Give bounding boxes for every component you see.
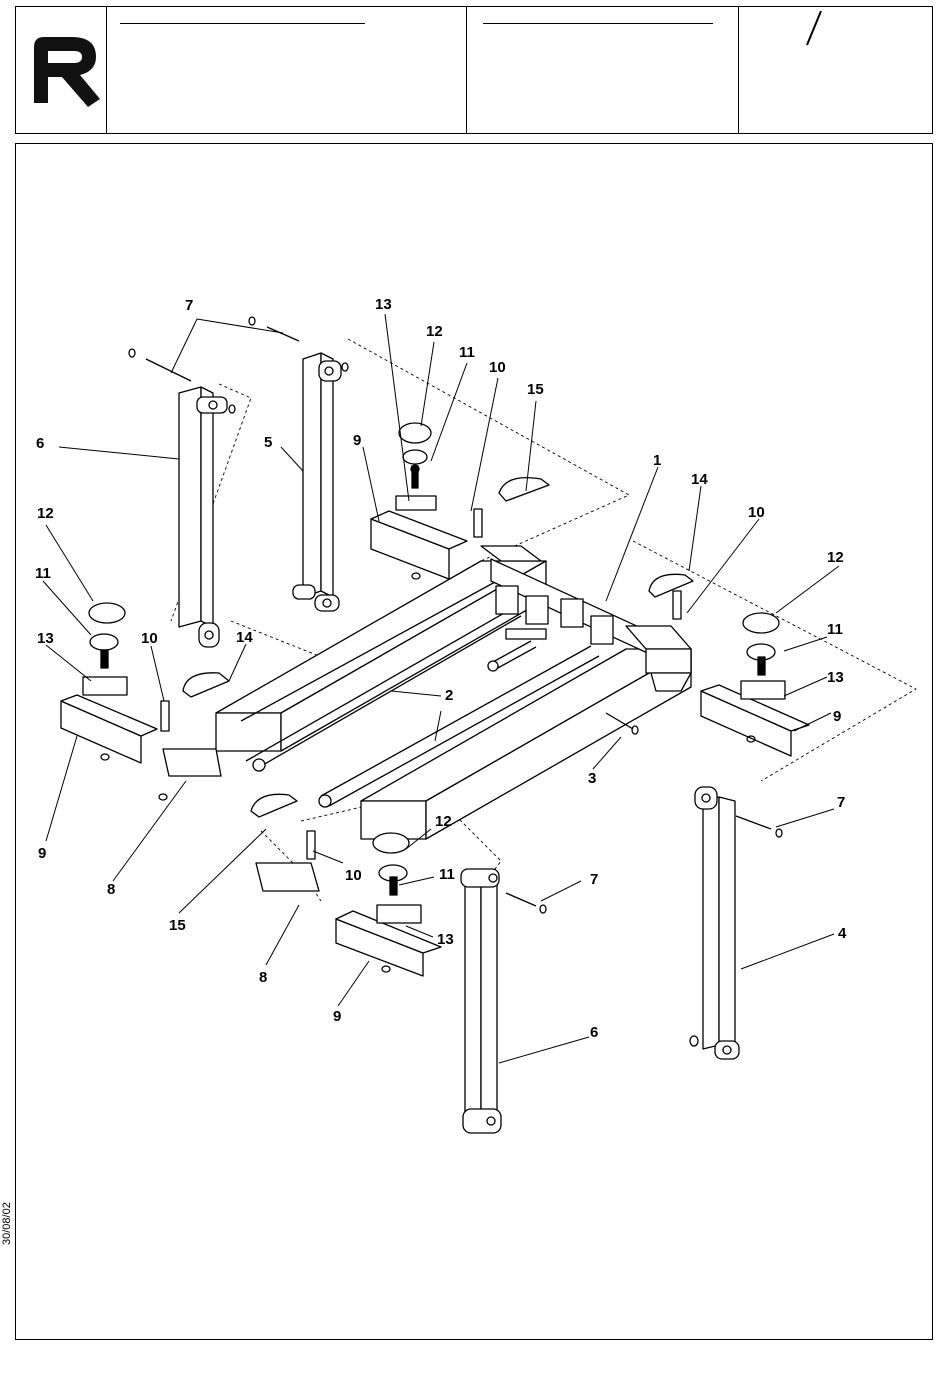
foot-assembly-right [673, 591, 809, 756]
callout-3: 3 [588, 770, 596, 787]
callout-12: 12 [435, 813, 452, 830]
brand-logo-icon [16, 7, 106, 133]
callout-11: 11 [459, 344, 475, 361]
revision-date: 30/08/02 [1, 1202, 13, 1245]
callout-13: 13 [827, 669, 844, 686]
callout-13: 13 [437, 931, 454, 948]
exploded-view-diagram: 7 6 5 13 12 11 10 15 9 1 14 10 12 11 13 … [16, 144, 932, 1339]
reference-underline [483, 23, 713, 24]
callout-11: 11 [35, 565, 51, 582]
callout-11: 11 [827, 621, 843, 638]
foot-assembly-top [371, 423, 482, 579]
leg-6-left [129, 349, 235, 647]
callout-13: 13 [375, 296, 392, 313]
callout-9: 9 [353, 432, 361, 449]
callout-15: 15 [527, 381, 544, 398]
logo-cell [16, 7, 107, 133]
callout-10: 10 [345, 867, 362, 884]
callout-9: 9 [833, 708, 841, 725]
callout-9: 9 [333, 1008, 341, 1025]
title-block [15, 6, 933, 134]
leg-4 [690, 787, 782, 1059]
callout-7: 7 [185, 297, 193, 314]
callout-2: 2 [445, 687, 453, 704]
title-cell [107, 7, 467, 133]
callout-12: 12 [426, 323, 443, 340]
callout-1: 1 [653, 452, 661, 469]
callout-14: 14 [236, 629, 253, 646]
leg-5 [249, 317, 348, 611]
callout-4: 4 [838, 925, 847, 942]
callout-6: 6 [590, 1024, 598, 1041]
callout-12: 12 [37, 505, 54, 522]
callout-6: 6 [36, 435, 44, 452]
reference-cell [467, 7, 739, 133]
callout-11: 11 [439, 866, 455, 883]
leg-6-bottom [461, 869, 546, 1133]
slash-mark [795, 9, 835, 49]
title-underline [120, 23, 365, 24]
diagram-frame: 7 6 5 13 12 11 10 15 9 1 14 10 12 11 13 … [15, 143, 933, 1340]
callout-12: 12 [827, 549, 844, 566]
callout-15: 15 [169, 917, 186, 934]
callout-7: 7 [590, 871, 598, 888]
callout-10: 10 [489, 359, 506, 376]
callout-8: 8 [259, 969, 267, 986]
page-cell [739, 7, 932, 133]
callout-10: 10 [141, 630, 158, 647]
callout-9: 9 [38, 845, 46, 862]
callout-13: 13 [37, 630, 54, 647]
callout-7: 7 [837, 794, 845, 811]
callout-8: 8 [107, 881, 115, 898]
callout-10: 10 [748, 504, 765, 521]
callout-5: 5 [264, 434, 272, 451]
foot-assembly-bottom [256, 831, 441, 976]
callout-14: 14 [691, 471, 708, 488]
